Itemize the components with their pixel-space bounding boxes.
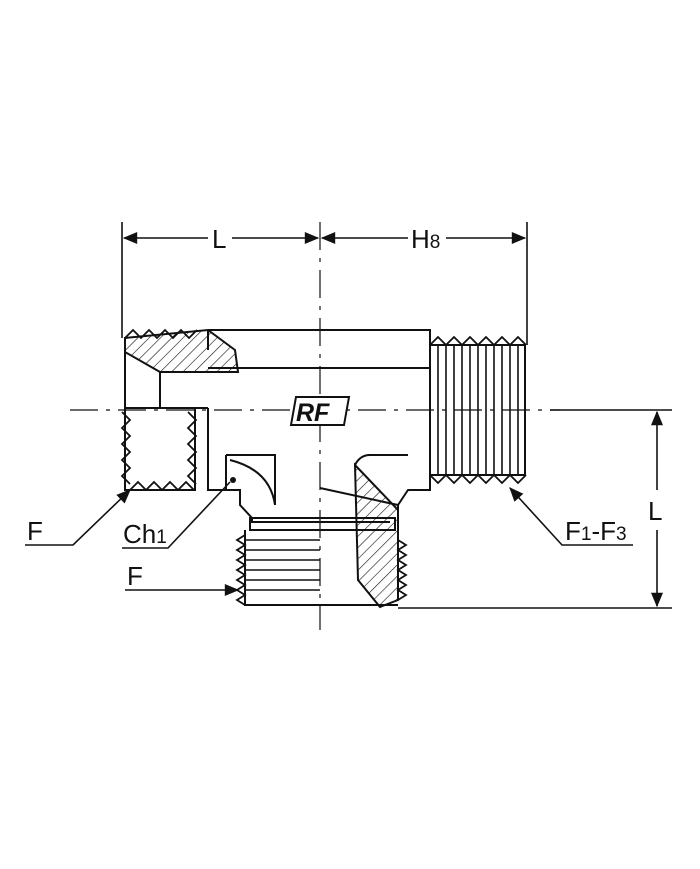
dim-l-top-label: L: [212, 224, 226, 254]
port-right-b-sub: 3: [616, 524, 627, 545]
dim-h-main: H: [411, 224, 430, 254]
dimension-right: [398, 409, 672, 609]
chamfer-label: Ch1: [123, 519, 167, 549]
rf-logo: RF: [289, 396, 351, 427]
port-right-label: F1-F3: [565, 516, 627, 546]
chamfer-dot: [230, 477, 236, 483]
port-left-label: F: [27, 516, 43, 546]
dimension-top: [121, 222, 528, 345]
rf-logo-text: RF: [296, 399, 330, 427]
port-right-a-sub: 1: [581, 524, 592, 545]
dim-l-right-label: L: [648, 496, 662, 526]
left-port: [120, 328, 240, 492]
bottom-port: [235, 462, 408, 609]
port-right-a: F: [565, 516, 581, 546]
port-bottom-label: F: [127, 561, 143, 591]
right-port: [429, 335, 527, 485]
leaders: [25, 481, 633, 596]
dim-h-sub: 8: [430, 232, 441, 253]
chamfer-main: Ch: [123, 519, 156, 549]
port-right-sep: -F: [591, 516, 616, 546]
chamfer-sub: 1: [156, 527, 167, 548]
dim-h-label: H8: [411, 224, 440, 254]
